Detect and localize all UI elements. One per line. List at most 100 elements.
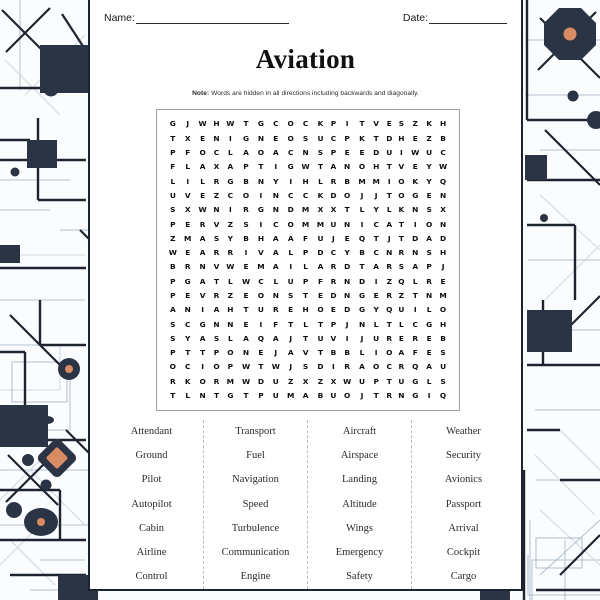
grid-cell[interactable]: F <box>303 233 309 243</box>
grid-cell[interactable]: P <box>330 148 337 158</box>
grid-cell[interactable]: Y <box>227 233 234 243</box>
name-input-rule[interactable] <box>135 13 289 24</box>
grid-cell[interactable]: Y <box>426 176 432 186</box>
grid-cell[interactable]: N <box>213 133 220 143</box>
grid-cell[interactable]: X <box>213 162 220 172</box>
grid-cell[interactable]: C <box>185 319 191 329</box>
grid-cell[interactable]: E <box>243 262 249 272</box>
grid-cell[interactable]: N <box>344 219 351 229</box>
grid-cell[interactable]: I <box>332 362 335 372</box>
grid-cell[interactable]: R <box>243 205 249 215</box>
grid-cell[interactable]: A <box>243 148 249 158</box>
grid-cell[interactable]: P <box>330 319 337 329</box>
grid-cell[interactable]: P <box>170 219 176 229</box>
grid-cell[interactable]: I <box>259 319 263 329</box>
grid-cell[interactable]: T <box>412 291 418 300</box>
grid-cell[interactable]: Z <box>426 133 432 143</box>
grid-cell[interactable]: L <box>373 319 379 329</box>
grid-cell[interactable]: E <box>330 305 336 315</box>
grid-cell[interactable]: K <box>398 205 405 215</box>
grid-cell[interactable]: T <box>359 262 365 272</box>
grid-cell[interactable]: A <box>227 162 234 172</box>
grid-cell[interactable]: Y <box>344 248 350 258</box>
grid-cell[interactable]: G <box>227 391 234 401</box>
grid-cell[interactable]: S <box>302 362 309 372</box>
grid-cell[interactable]: N <box>199 391 206 401</box>
grid-cell[interactable]: F <box>170 162 176 172</box>
grid-cell[interactable]: I <box>274 162 278 172</box>
grid-cell[interactable]: P <box>330 119 337 129</box>
grid-cell[interactable]: D <box>386 133 393 143</box>
grid-cell[interactable]: H <box>398 133 405 143</box>
grid-cell[interactable]: F <box>412 348 418 358</box>
grid-cell[interactable]: B <box>330 348 337 358</box>
grid-cell[interactable]: D <box>317 248 324 258</box>
grid-cell[interactable]: A <box>302 391 309 401</box>
grid-cell[interactable]: C <box>330 248 337 258</box>
grid-cell[interactable]: A <box>287 233 294 243</box>
grid-cell[interactable]: E <box>200 133 206 143</box>
grid-cell[interactable]: T <box>373 391 379 401</box>
grid-cell[interactable]: T <box>303 291 309 300</box>
grid-cell[interactable]: E <box>426 348 432 358</box>
grid-cell[interactable]: G <box>358 305 366 315</box>
grid-cell[interactable]: I <box>360 219 364 229</box>
grid-cell[interactable]: G <box>227 176 234 186</box>
word-list-item[interactable]: Fuel <box>246 450 265 462</box>
grid-cell[interactable]: F <box>273 319 279 329</box>
grid-cell[interactable]: E <box>288 305 294 315</box>
grid-cell[interactable]: G <box>199 319 206 329</box>
grid-cell[interactable]: T <box>359 119 365 129</box>
grid-cell[interactable]: Z <box>288 376 294 386</box>
word-list-item[interactable]: Ground <box>135 450 168 462</box>
grid-cell[interactable]: T <box>386 319 392 329</box>
grid-cell[interactable]: Z <box>412 119 418 129</box>
grid-cell[interactable]: N <box>426 291 433 300</box>
grid-cell[interactable]: G <box>358 291 366 300</box>
grid-cell[interactable]: E <box>273 133 279 143</box>
grid-cell[interactable]: B <box>170 262 176 272</box>
grid-cell[interactable]: T <box>170 133 176 143</box>
grid-cell[interactable]: Q <box>386 305 393 315</box>
grid-cell[interactable]: K <box>359 133 365 143</box>
grid-cell[interactable]: N <box>439 219 447 229</box>
word-list-item[interactable]: Avionics <box>444 474 483 486</box>
grid-cell[interactable]: B <box>359 248 365 258</box>
grid-cell[interactable]: M <box>301 219 310 229</box>
grid-cell[interactable]: D <box>317 362 324 372</box>
grid-cell[interactable]: V <box>184 190 191 200</box>
grid-cell[interactable]: H <box>373 162 380 172</box>
grid-cell[interactable]: V <box>213 262 220 272</box>
grid-cell[interactable]: N <box>184 305 191 315</box>
grid-cell[interactable]: P <box>170 291 176 300</box>
grid-cell[interactable]: L <box>399 319 404 329</box>
grid-cell[interactable]: U <box>317 133 324 143</box>
grid-cell[interactable]: I <box>413 219 417 229</box>
grid-cell[interactable]: E <box>373 291 379 300</box>
grid-cell[interactable]: R <box>213 248 220 258</box>
grid-cell[interactable]: R <box>213 176 220 186</box>
grid-cell[interactable]: K <box>412 176 419 186</box>
grid-cell[interactable]: V <box>398 162 405 172</box>
grid-cell[interactable]: O <box>386 348 393 358</box>
grid-cell[interactable]: T <box>373 233 379 243</box>
grid-cell[interactable]: R <box>412 333 419 343</box>
grid-cell[interactable]: W <box>198 119 207 129</box>
grid-cell[interactable]: J <box>345 319 349 329</box>
grid-cell[interactable]: O <box>199 148 206 158</box>
grid-cell[interactable]: I <box>399 148 403 158</box>
grid-cell[interactable]: U <box>398 376 405 386</box>
grid-cell[interactable]: I <box>201 362 204 372</box>
grid-cell[interactable]: O <box>199 376 206 386</box>
grid-cell[interactable]: T <box>398 233 404 243</box>
grid-cell[interactable]: J <box>289 333 293 343</box>
grid-cell[interactable]: T <box>243 119 249 129</box>
grid-cell[interactable]: C <box>273 219 279 229</box>
grid-cell[interactable]: R <box>344 362 350 372</box>
grid-cell[interactable]: C <box>373 248 379 258</box>
grid-cell[interactable]: E <box>440 276 446 286</box>
grid-cell[interactable]: N <box>242 348 250 358</box>
grid-cell[interactable]: H <box>439 119 447 129</box>
grid-cell[interactable]: U <box>287 276 294 286</box>
grid-cell[interactable]: C <box>287 148 294 158</box>
